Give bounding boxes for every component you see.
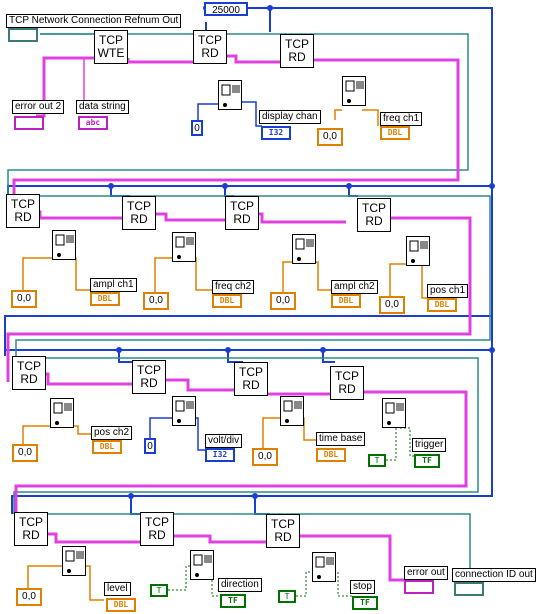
- unflatten-node[interactable]: [280, 396, 304, 426]
- direction-label: direction: [218, 578, 262, 592]
- data-string-label: data string: [76, 100, 129, 114]
- unflatten-node[interactable]: [52, 230, 76, 260]
- trigger-label: trigger: [412, 438, 447, 452]
- display-chan-terminal[interactable]: I32: [261, 126, 291, 140]
- pos-ch1-label: pos ch1: [427, 284, 469, 298]
- display-chan-label: display chan: [259, 110, 321, 124]
- dbl-constant[interactable]: 0,0: [270, 292, 296, 310]
- bool-constant[interactable]: T: [150, 584, 168, 597]
- freq-ch2-terminal[interactable]: DBL: [212, 294, 242, 308]
- stop-label: stop: [350, 580, 375, 594]
- trigger-terminal[interactable]: TF: [414, 454, 440, 468]
- error-out-2-terminal[interactable]: [14, 116, 44, 130]
- pos-ch2-terminal[interactable]: DBL: [92, 440, 122, 454]
- connection-id-out-terminal[interactable]: [454, 582, 484, 596]
- ampl-ch1-label: ampl ch1: [90, 278, 137, 292]
- unflatten-node[interactable]: [312, 552, 336, 582]
- freq-ch1-terminal[interactable]: DBL: [380, 126, 410, 140]
- dbl-constant[interactable]: 0,0: [12, 444, 38, 462]
- ampl-ch2-label: ampl ch2: [331, 280, 378, 294]
- unflatten-node[interactable]: [218, 80, 242, 110]
- bool-constant[interactable]: T: [278, 590, 296, 603]
- volt-div-label: volt/div: [205, 434, 243, 448]
- unflatten-node[interactable]: [382, 398, 406, 428]
- unflatten-node[interactable]: [342, 76, 366, 106]
- int-constant[interactable]: 0: [144, 438, 156, 454]
- pos-ch1-terminal[interactable]: DBL: [427, 298, 457, 312]
- unflatten-node[interactable]: [292, 234, 316, 264]
- ampl-ch1-terminal[interactable]: DBL: [90, 292, 120, 306]
- error-out-label: error out: [404, 566, 448, 580]
- dbl-constant[interactable]: 0,0: [379, 296, 405, 314]
- ampl-ch2-terminal[interactable]: DBL: [331, 294, 361, 308]
- dbl-constant[interactable]: 0,0: [252, 448, 278, 466]
- unflatten-node[interactable]: [62, 546, 86, 576]
- volt-div-terminal[interactable]: I32: [205, 448, 235, 462]
- unflatten-node[interactable]: [172, 232, 196, 262]
- dbl-constant[interactable]: 0,0: [317, 128, 343, 146]
- connection-wires: [7, 33, 491, 581]
- i32-wires: [149, 101, 262, 451]
- direction-terminal[interactable]: TF: [220, 594, 246, 608]
- connection-id-out-label: connection ID out: [452, 568, 536, 582]
- dbl-constant[interactable]: 0,0: [11, 290, 37, 308]
- conn-refnum-terminal[interactable]: [8, 28, 38, 42]
- time-base-terminal[interactable]: DBL: [316, 448, 346, 462]
- freq-ch2-label: freq ch2: [212, 280, 255, 294]
- unflatten-node[interactable]: [406, 236, 430, 266]
- dbl-constant[interactable]: 0,0: [143, 292, 169, 310]
- dbl-constant[interactable]: 0,0: [16, 588, 42, 606]
- error-out-2-label: error out 2: [12, 100, 65, 114]
- freq-ch1-label: freq ch1: [380, 112, 423, 126]
- unflatten-node[interactable]: [190, 550, 214, 580]
- int-constant[interactable]: 0: [191, 120, 203, 136]
- timeout-constant[interactable]: 25000: [204, 2, 248, 16]
- pos-ch2-label: pos ch2: [91, 426, 133, 440]
- error-out-terminal[interactable]: [404, 580, 434, 594]
- stop-terminal[interactable]: TF: [352, 596, 378, 610]
- unflatten-node[interactable]: [172, 396, 196, 426]
- level-terminal[interactable]: DBL: [106, 598, 136, 612]
- level-label: level: [104, 582, 131, 596]
- time-base-label: time base: [316, 432, 366, 446]
- bool-constant[interactable]: T: [368, 454, 386, 467]
- conn-refnum-out-label: TCP Network Connection Refnum Out: [6, 14, 182, 28]
- data-string-terminal[interactable]: abc: [78, 116, 108, 130]
- unflatten-node[interactable]: [50, 398, 74, 428]
